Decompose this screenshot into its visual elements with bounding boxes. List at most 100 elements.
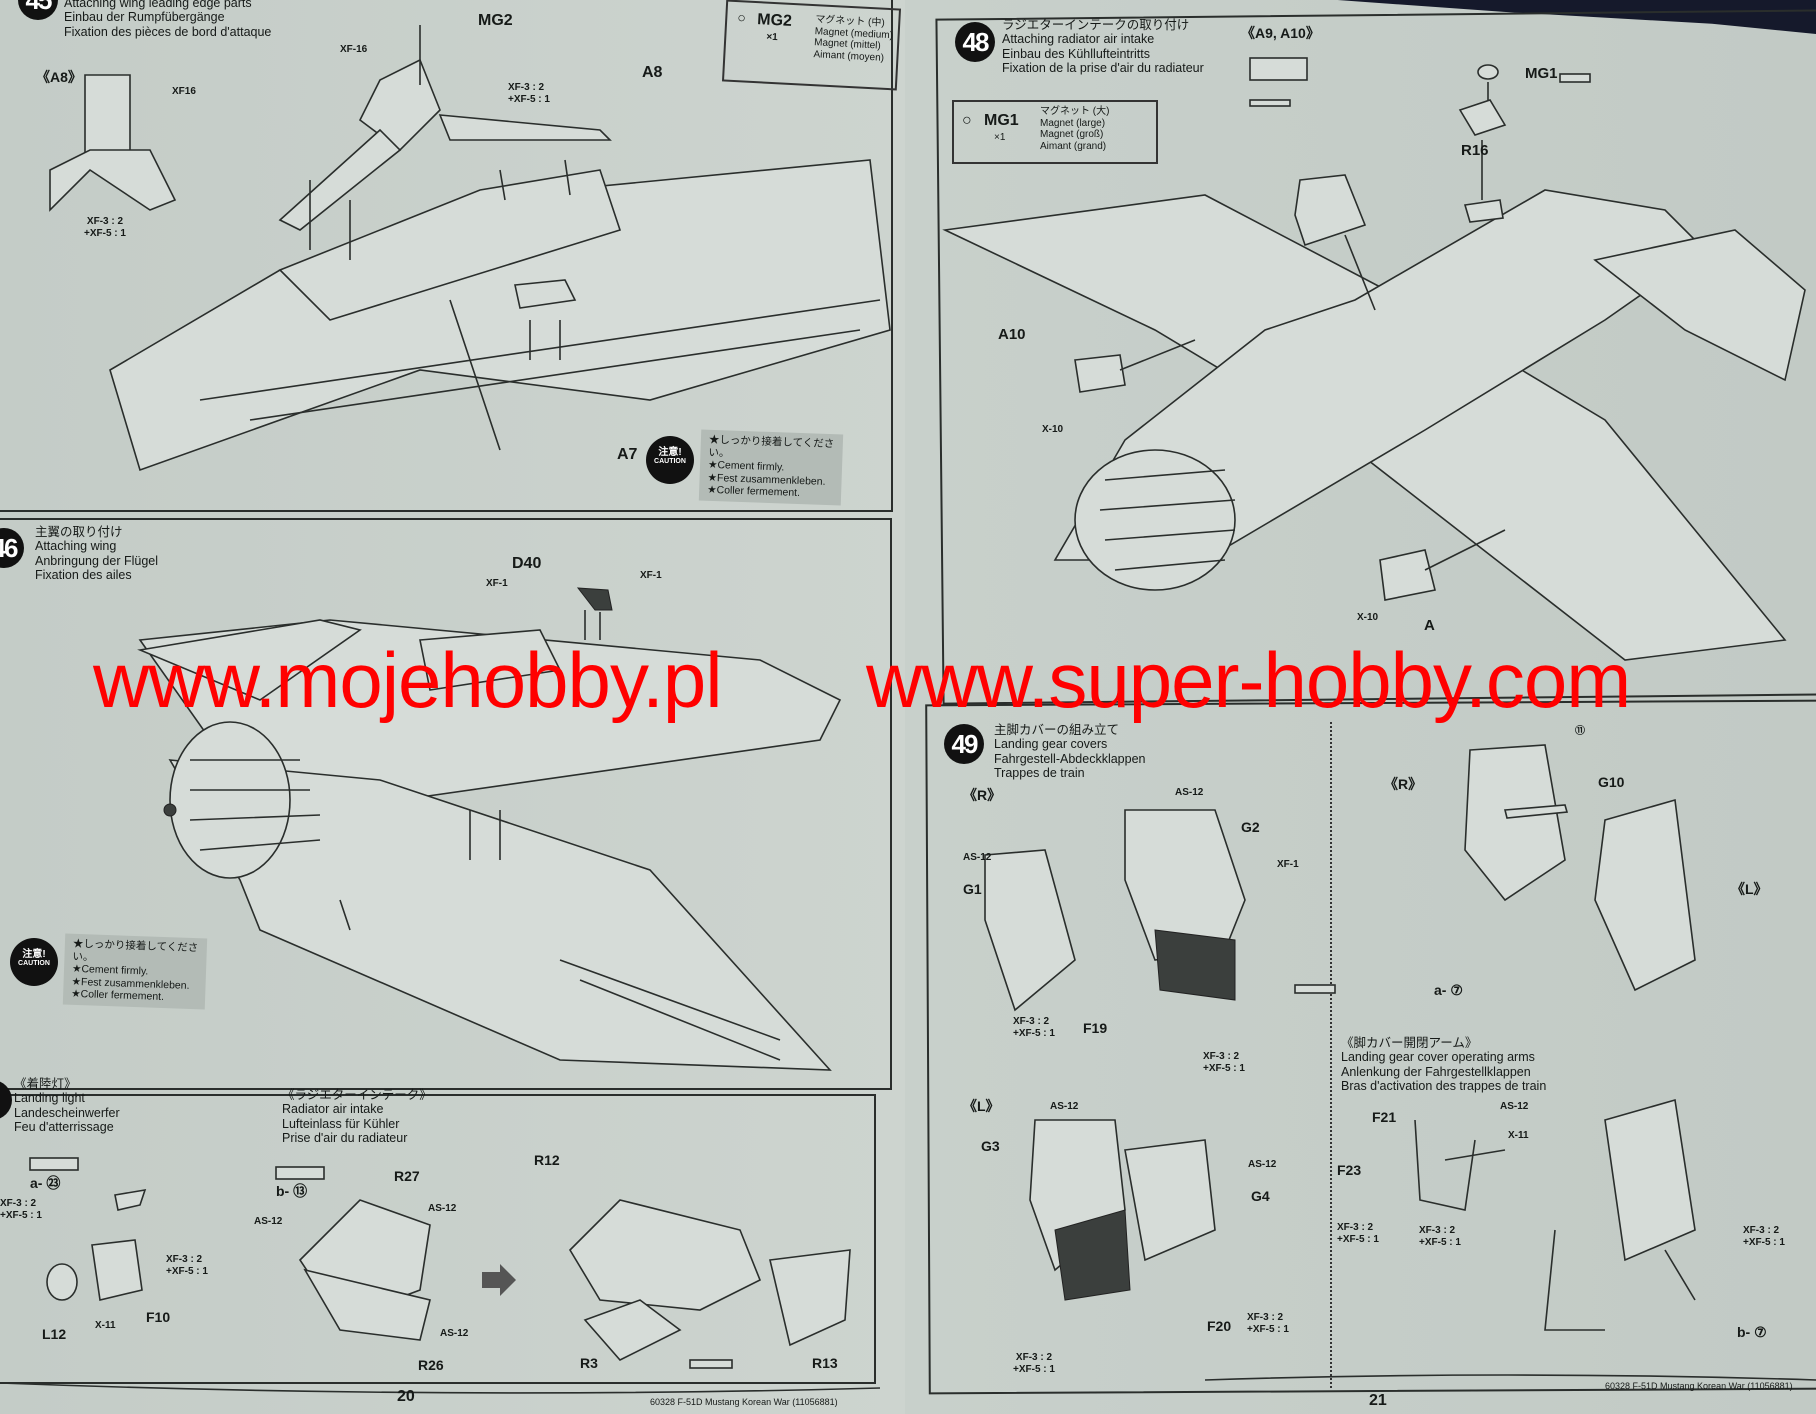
label-x11: X-11 <box>1508 1130 1529 1141</box>
desc-fr: Aimant (grand) <box>1040 140 1107 152</box>
label-f10: F10 <box>146 1309 171 1325</box>
label-r27: R27 <box>394 1168 420 1184</box>
label-as12: AS-12 <box>963 852 992 863</box>
label-as12: AS-12 <box>1050 1101 1079 1112</box>
label-paint-mix: XF-3 : 2 +XF-5 : 1 <box>84 216 126 239</box>
page-number: 21 <box>1369 1392 1387 1409</box>
watermark-right: www.super-hobby.com <box>866 636 1631 724</box>
part-d40 <box>576 587 613 611</box>
step-45-panel <box>0 0 893 512</box>
cement-tube-icon <box>1249 99 1291 107</box>
assembly-arrows <box>309 25 571 360</box>
label-paint-mix: XF-3 : 2 +XF-5 : 1 <box>1203 1051 1245 1074</box>
title-fr: Feu d'atterrissage <box>14 1120 114 1135</box>
label-l12: L12 <box>42 1326 67 1342</box>
label-a9-a10: 《A9, A10》 <box>1241 25 1320 41</box>
part-l-cover <box>1594 798 1696 992</box>
label-decal-a23: a- ㉓ <box>30 1175 61 1191</box>
landing-light-title: 《着陸灯》 Landing light Landescheinwerfer Fe… <box>14 1077 120 1135</box>
title-de: Einbau des Kühllufteintritts <box>1002 46 1151 61</box>
assembly-arrows <box>1119 82 1506 571</box>
part-a9 <box>1379 549 1436 601</box>
label-as12: AS-12 <box>440 1328 469 1339</box>
label-paint-mix: XF-3 : 2 +XF-5 : 1 <box>1013 1352 1055 1375</box>
panel-lines <box>559 959 781 1061</box>
caution-badge: 注意!CAUTION <box>10 938 58 986</box>
title-fr: Bras d'activation des trappes de train <box>1341 1079 1547 1094</box>
title-jp: 主脚カバーの組み立て <box>994 723 1120 737</box>
label-l: 《L》 <box>1731 881 1768 897</box>
cockpit <box>419 629 562 691</box>
part-r26 <box>303 1268 431 1341</box>
label-x10-b: X-10 <box>1357 612 1379 623</box>
step-45-title: Attaching wing leading edge parts Einbau… <box>64 0 271 39</box>
title-en: Landing gear cover operating arms <box>1341 1050 1535 1065</box>
part-r16 <box>1463 199 1504 223</box>
magnet-desc: マグネット (大) Magnet (large) Magnet (groß) A… <box>1040 106 1109 152</box>
assembly-arrows <box>339 610 601 931</box>
label-x10: X-10 <box>1042 424 1064 435</box>
engine-detail <box>1099 469 1236 571</box>
cement-tube-icon <box>1559 73 1591 83</box>
step-45-wing-drawing <box>49 25 891 472</box>
step-45-badge: 45 <box>18 0 58 20</box>
page-curve <box>0 1382 881 1394</box>
label-l: 《L》 <box>963 1098 1000 1114</box>
part-right-arm <box>438 114 612 141</box>
tail <box>1593 229 1806 382</box>
step-49-drawing <box>984 744 1816 1381</box>
label-xf16: XF-16 <box>340 44 368 55</box>
cement-tube-icon <box>275 1166 325 1180</box>
part-r3 <box>583 1299 682 1361</box>
step-47-panel <box>0 1094 876 1384</box>
title-de: Landescheinwerfer <box>14 1105 120 1120</box>
label-paint-mix: XF-3 : 2 +XF-5 : 1 <box>508 82 550 105</box>
engine <box>1074 449 1236 591</box>
magnet-qty: ×1 <box>994 132 1006 143</box>
left-page: 45 Attaching wing leading edge parts Ein… <box>0 0 905 1414</box>
caution-jp: 注意! <box>658 447 682 458</box>
label-f23: F23 <box>1337 1162 1362 1178</box>
label-a10: A10 <box>998 326 1026 343</box>
gear-leg-detail <box>1054 1209 1131 1301</box>
right-page: 48 ラジエターインテークの取り付け Attaching radiator ai… <box>905 0 1816 1414</box>
label-a9: A <box>1424 617 1435 634</box>
step-47-badge <box>0 1080 12 1120</box>
caution-badge: 注意!CAUTION <box>646 436 694 484</box>
label-decal-b7: b- ⑦ <box>1737 1324 1767 1340</box>
part-a7 <box>514 279 577 309</box>
watermark-left: www.mojehobby.pl <box>93 636 723 724</box>
step-48-title: ラジエターインテークの取り付け Attaching radiator air i… <box>1002 18 1204 76</box>
step-48-aircraft-drawing <box>942 57 1806 661</box>
label-paint-mix: XF-3 : 2 +XF-5 : 1 <box>1337 1222 1379 1245</box>
title-jp: 《着陸灯》 <box>14 1077 77 1091</box>
step-46-title: 主翼の取り付け Attaching wing Anbringung der Fl… <box>35 525 158 583</box>
title-de: Lufteinlass für Kühler <box>282 1116 400 1131</box>
label-decal-a7: a- ⑦ <box>1434 982 1463 998</box>
desc-jp: マグネット (大) <box>1040 106 1110 117</box>
label-decal-11: ⑪ <box>1575 726 1585 737</box>
label-r13: R13 <box>812 1355 838 1371</box>
title-de: Anbringung der Flügel <box>35 553 158 568</box>
label-x11: X-11 <box>95 1320 116 1331</box>
part-a10 <box>1074 354 1126 393</box>
part-r12 <box>568 1199 762 1311</box>
gear-leg-detail <box>1154 929 1236 1001</box>
operating-arms-title: 《脚カバー開閉アーム》 Landing gear cover operating… <box>1341 1036 1546 1094</box>
step-48-badge: 48 <box>955 22 995 62</box>
label-g3: G3 <box>981 1138 1000 1154</box>
step-46-panel <box>0 518 892 1090</box>
part-a9-a10-detail <box>1249 57 1308 81</box>
label-as12: AS-12 <box>1500 1101 1529 1112</box>
label-a8-detail: 《A8》 <box>36 69 82 85</box>
title-jp: 主翼の取り付け <box>35 525 123 539</box>
label-r3: R3 <box>580 1355 598 1371</box>
label-mg1: MG1 <box>1525 65 1558 82</box>
label-a7: A7 <box>617 446 638 463</box>
desc-en: Magnet (large) <box>1040 117 1106 129</box>
magnet-part: MG1 <box>984 112 1019 129</box>
part-mg1-holder <box>1458 99 1507 136</box>
section-divider <box>1330 722 1332 1388</box>
label-xf1: XF-1 <box>1277 859 1299 870</box>
label-xf16-b: XF16 <box>172 86 196 97</box>
